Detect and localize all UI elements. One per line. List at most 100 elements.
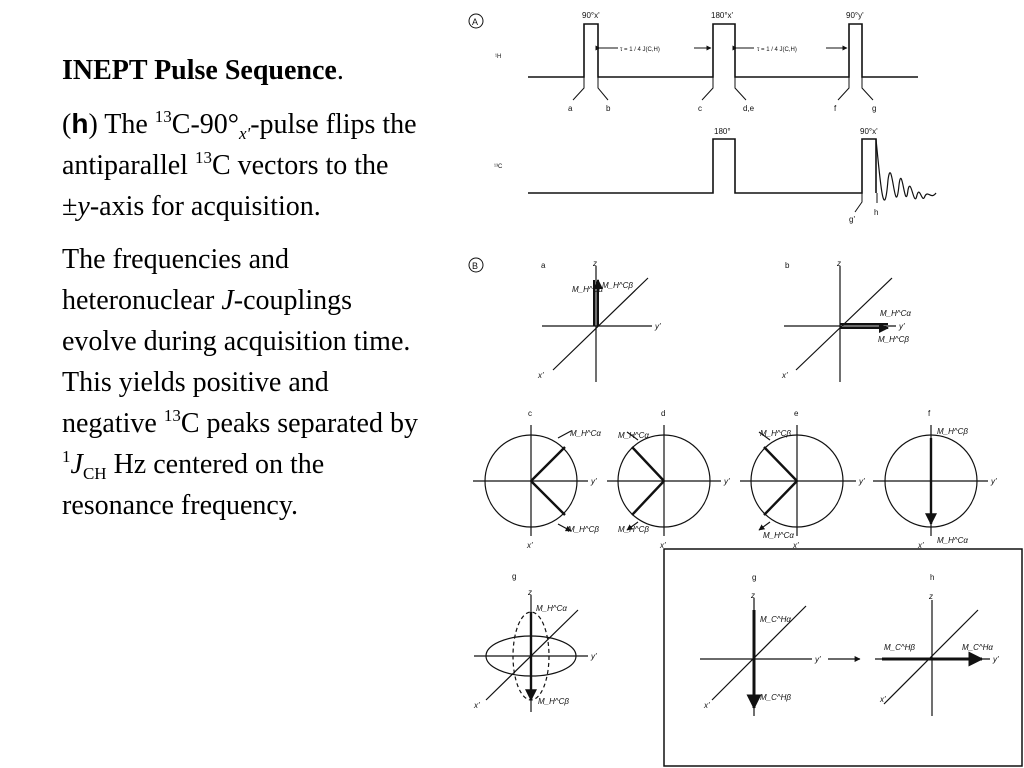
label-c: c [528, 409, 532, 418]
axis-x-f: x' [917, 541, 924, 550]
axis-y-g-left: y' [590, 652, 597, 661]
text-panel: INEPT Pulse Sequence. (h) The 13C-90°x'-… [62, 50, 422, 538]
label-d: d [661, 409, 665, 418]
vec-e-alpha: M_H^Cα [763, 531, 794, 540]
axis-y-a: y' [654, 322, 661, 331]
para2-sup-13: 13 [163, 406, 181, 425]
timepoint-g: g [872, 104, 876, 113]
tau-label-1: τ = 1 / 4 J(C,H) [620, 47, 660, 53]
h-channel-label: ¹H [495, 54, 501, 60]
para2-sup-1: 1 [62, 447, 71, 466]
label-e: e [794, 409, 799, 418]
para2-j-ch: J [70, 449, 83, 480]
vector-diagram-g-right: g z y' x' M_C^Hα M_C^Hβ [700, 573, 821, 716]
vec-g-right-beta: M_C^Hβ [760, 693, 791, 702]
para2-text-3: C peaks separated by [180, 408, 418, 439]
vector-diagram-b: b z y' x' M_H^Cα M_H^Cβ [781, 259, 911, 382]
vec-h-beta: M_C^Hβ [884, 643, 915, 652]
vec-a-alpha: M_H^Cα [572, 285, 603, 294]
vec-d-alpha: M_H^Cα [618, 431, 649, 440]
vector-diagram-g-left: g z y' x' M_H^Cα M_H^Cβ [473, 572, 597, 712]
axis-x-g-left: x' [473, 701, 480, 710]
vec-g-left-alpha: M_H^Cα [536, 604, 567, 613]
label-h: h [930, 573, 934, 582]
panel-a-marker-label: A [472, 17, 478, 27]
label-g-right: g [752, 573, 756, 582]
axis-x-c: x' [526, 541, 533, 550]
h-channel-trace [528, 23, 918, 78]
c-channel-label: ¹³C [494, 164, 503, 170]
title-paragraph: INEPT Pulse Sequence. [62, 50, 422, 91]
timepoint-c: c [698, 104, 702, 113]
timepoint-markers [572, 77, 878, 213]
para1-sub-x: x' [239, 124, 251, 143]
timepoint-b: b [606, 104, 611, 113]
para1-text-1: The [104, 109, 155, 140]
axis-x-d: x' [659, 541, 666, 550]
label-f: f [928, 409, 931, 418]
vec-f-alpha: M_H^Cα [937, 536, 968, 545]
vector-diagram-d: d y' x' M_H^Cα M_H^Cβ [607, 409, 730, 550]
para1-degree: ° [227, 109, 239, 140]
axis-x-b: x' [781, 371, 788, 380]
label-b: b [785, 261, 790, 270]
axis-x-g-right: x' [703, 701, 710, 710]
vector-diagram-h: h z y' x' M_C^Hβ M_C^Hα [875, 573, 999, 716]
label-a: a [541, 261, 546, 270]
para1-text-5: -axis for acquisition. [89, 191, 321, 222]
para2-text-1: The frequencies and heteronuclear [62, 244, 289, 316]
para2-text-4: Hz centered on the resonance frequency. [62, 449, 325, 521]
vec-b-alpha: M_H^Cα [880, 309, 911, 318]
para1-text-3: -pulse flips the antiparallel [62, 109, 417, 181]
para1-y-axis: y [77, 191, 90, 222]
axis-y-e: y' [858, 477, 865, 486]
paragraph-h-pulse: (h) The 13C-90°x'-pulse flips the antipa… [62, 107, 417, 222]
paragraph-label: h [71, 108, 89, 139]
timepoint-de: d,e [743, 104, 755, 113]
panel-b-marker [468, 257, 484, 273]
timepoint-g-prime: g' [849, 215, 855, 224]
pulse-sequence-panel: A ¹H ¹³C 90°x' 180°x' 90°y' 180° 90°x' τ… [468, 11, 937, 224]
vector-diagram-c: c y' x' M_H^Cα M_H^Cβ [473, 409, 601, 550]
highlight-box [663, 548, 1023, 767]
axis-y-g-right: y' [814, 655, 821, 664]
axis-z-g-right: z [750, 591, 755, 600]
vector-diagram-e: e y' x' M_H^Cβ M_H^Cα [740, 409, 865, 550]
h-pulse-3-label: 90°y' [846, 11, 864, 20]
h-pulse-1-label: 90°x' [582, 11, 600, 20]
vec-g-left-beta: M_H^Cβ [538, 697, 569, 706]
para2-j: J [221, 285, 234, 316]
axis-z-b: z [836, 259, 841, 268]
vec-b-beta: M_H^Cβ [878, 335, 909, 344]
axis-y-h: y' [992, 655, 999, 664]
vec-a-beta: M_H^Cβ [602, 281, 633, 290]
para1-sup-13b: 13 [194, 148, 212, 167]
axis-y-c: y' [590, 477, 597, 486]
vector-diagrams-panel: B a z y' x' M_H^Cα M_H^Cβ b z y' x' M_H^… [468, 257, 1023, 767]
title-period: . [336, 55, 344, 86]
axis-y-f: y' [990, 477, 997, 486]
vector-diagram-a: a z y' x' M_H^Cα M_H^Cβ [537, 259, 661, 382]
para1-text-4: C vectors to the ± [62, 150, 389, 222]
axis-z-g-left: z [527, 588, 532, 597]
vec-c-alpha: M_H^Cα [570, 429, 601, 438]
fid-signal [875, 138, 937, 201]
axis-x-e: x' [792, 541, 799, 550]
vec-h-alpha: M_C^Hα [962, 643, 993, 652]
axis-z-h: z [928, 592, 933, 601]
c-channel-trace [528, 138, 877, 194]
label-g-left: g [512, 572, 516, 581]
axis-x-a: x' [537, 371, 544, 380]
paragraph-acquisition: The frequencies and heteronuclear J-coup… [62, 239, 422, 526]
axis-z-a: z [592, 259, 597, 268]
slide-title: INEPT Pulse Sequence [62, 55, 337, 86]
vec-d-beta: M_H^Cβ [618, 525, 649, 534]
c-pulse-1-label: 180° [714, 127, 731, 136]
tau-label-2: τ = 1 / 4 J(C,H) [757, 47, 797, 53]
timepoint-a: a [568, 104, 573, 113]
h-pulse-2-label: 180°x' [711, 11, 734, 20]
axis-y-d: y' [723, 477, 730, 486]
para1-text-2: C-90 [171, 109, 228, 140]
panel-a-marker [468, 13, 484, 29]
